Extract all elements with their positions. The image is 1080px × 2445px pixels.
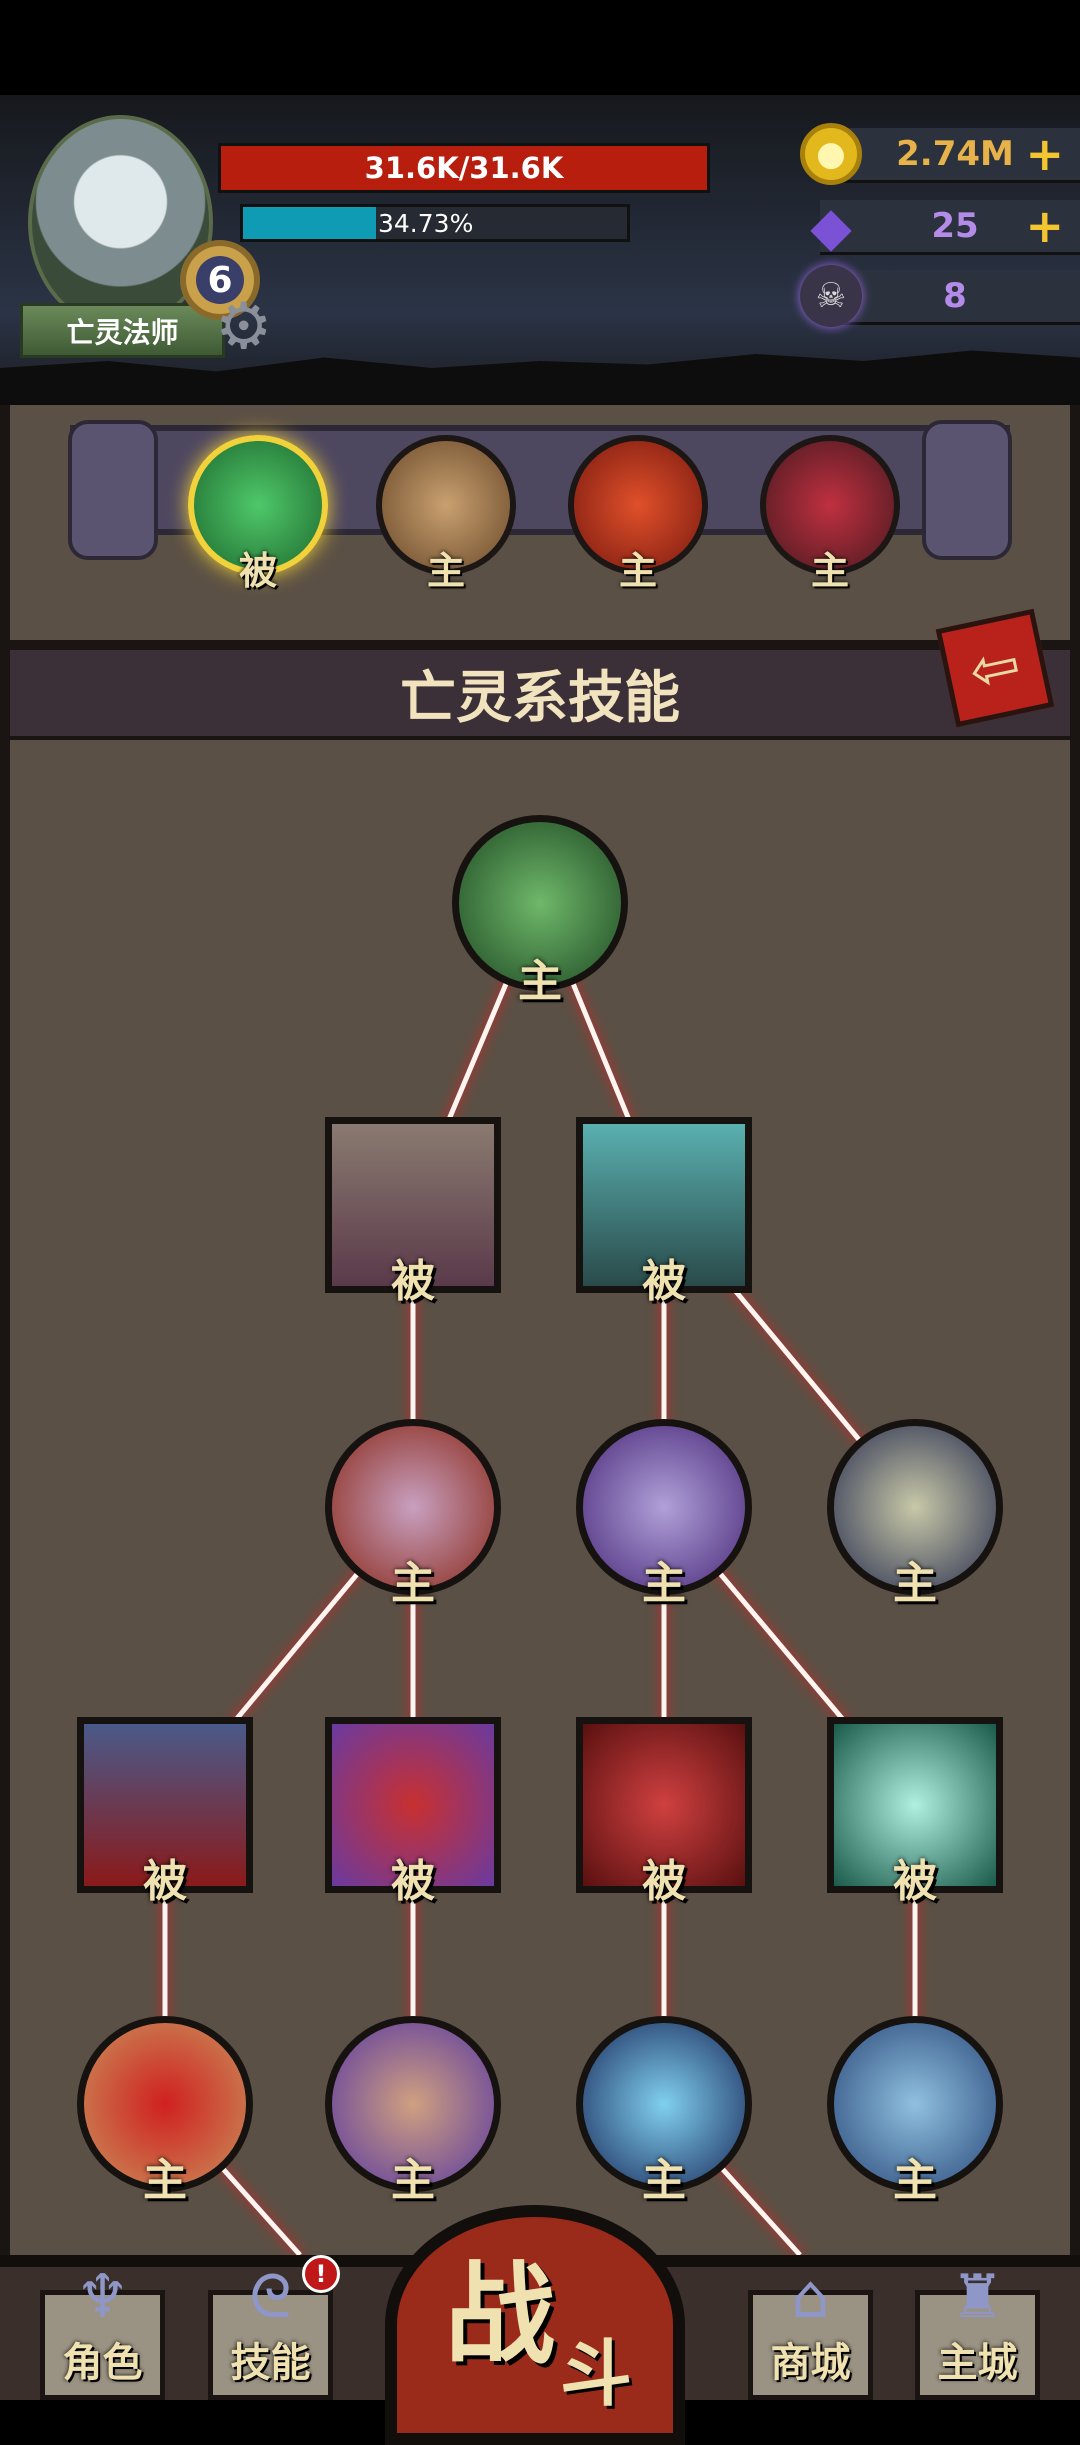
arrow-left-icon: ⇦	[963, 628, 1027, 708]
skill-type-label: 被	[391, 1256, 435, 1307]
skill-type-label: 被	[642, 1256, 686, 1307]
skill-node[interactable]	[827, 1419, 1003, 1595]
skill-type-label: 主	[893, 2155, 937, 2206]
school-tab-3-label: 主	[618, 549, 657, 593]
skill-type-label: 被	[143, 1856, 187, 1907]
skill-node[interactable]	[452, 815, 628, 991]
skill-node[interactable]	[827, 1717, 1003, 1893]
gem-value: 25	[931, 206, 979, 246]
back-button[interactable]: ⇦	[935, 608, 1055, 728]
school-tab-2-label: 主	[426, 549, 465, 593]
skill-node[interactable]	[576, 1419, 752, 1595]
skill-type-label: 被	[642, 1856, 686, 1907]
class-name-plate: 亡灵法师	[20, 303, 225, 358]
add-gold-button[interactable]: +	[1025, 127, 1064, 181]
scroll-end-right	[922, 420, 1012, 560]
school-tab-2[interactable]	[376, 435, 516, 575]
settings-gear-icon[interactable]: ⚙	[215, 290, 273, 364]
helmet-icon: ♆	[75, 2262, 130, 2332]
skull-counter: ☠ 8	[800, 265, 1080, 327]
ram-skull-icon: ☠	[800, 265, 862, 327]
nav-city[interactable]	[915, 2290, 1040, 2400]
school-tab-1-label: 被	[238, 549, 277, 593]
purple-gem-icon: ◆	[810, 194, 852, 258]
gold-counter: ● 2.74M +	[800, 123, 1080, 185]
skill-node[interactable]	[576, 1717, 752, 1893]
skill-type-label: 主	[893, 1558, 937, 1609]
skull-value: 8	[943, 276, 967, 316]
skill-type-label: 主	[642, 1558, 686, 1609]
skill-node[interactable]	[576, 2016, 752, 2192]
swirl-icon: ᘓ	[249, 2262, 292, 2332]
skill-type-label: 被	[893, 1856, 937, 1907]
skill-type-label: 主	[642, 2155, 686, 2206]
skill-type-label: 主	[391, 2155, 435, 2206]
fight-label-2: 斗	[560, 2332, 633, 2416]
skill-node[interactable]	[77, 2016, 253, 2192]
fight-label-1: 战	[445, 2251, 555, 2379]
nav-role[interactable]	[40, 2290, 165, 2400]
skill-type-label: 被	[391, 1856, 435, 1907]
skill-type-label: 主	[391, 1558, 435, 1609]
nav-city-label: 主城	[937, 2340, 1018, 2386]
nav-shop[interactable]	[748, 2290, 873, 2400]
gold-value: 2.74M	[896, 134, 1014, 174]
pagoda-icon: ⌂	[791, 2262, 830, 2332]
skill-type-label: 主	[518, 956, 562, 1007]
level-badge: 6	[180, 240, 260, 320]
nav-skills-label: 技能	[230, 2340, 311, 2386]
skill-node[interactable]	[325, 1419, 501, 1595]
skill-node[interactable]	[576, 1117, 752, 1293]
nav-role-label: 角色	[62, 2340, 143, 2386]
skill-node[interactable]	[325, 1717, 501, 1893]
skill-node[interactable]	[827, 2016, 1003, 2192]
panel-title: 亡灵系技能	[10, 640, 1070, 740]
school-tab-4[interactable]	[760, 435, 900, 575]
skill-node[interactable]	[325, 1117, 501, 1293]
school-tab-1[interactable]	[188, 435, 328, 575]
add-gem-button[interactable]: +	[1025, 199, 1064, 253]
nav-shop-label: 商城	[770, 2340, 851, 2386]
notification-badge: !	[302, 2255, 340, 2293]
xp-bar: 34.73%	[240, 204, 630, 242]
gold-coin-icon: ●	[800, 123, 862, 185]
skill-type-label: 主	[143, 2155, 187, 2206]
gem-counter: ◆ 25 +	[810, 195, 1080, 258]
xp-bar-fill	[243, 207, 377, 239]
castle-icon: ♜	[950, 2262, 1005, 2332]
scroll-end-left	[68, 420, 158, 560]
school-tab-3[interactable]	[568, 435, 708, 575]
hp-bar: 31.6K/31.6K	[218, 143, 710, 193]
skill-node[interactable]	[77, 1717, 253, 1893]
skill-tree: 主 被 被 主 主 主 被 被 被 被 主 主 主 主	[0, 740, 1080, 2255]
level-number: 6	[196, 256, 244, 304]
skill-node[interactable]	[325, 2016, 501, 2192]
nav-skills[interactable]	[208, 2290, 333, 2400]
xp-percent: 34.73%	[378, 208, 474, 238]
school-tab-4-label: 主	[810, 549, 849, 593]
